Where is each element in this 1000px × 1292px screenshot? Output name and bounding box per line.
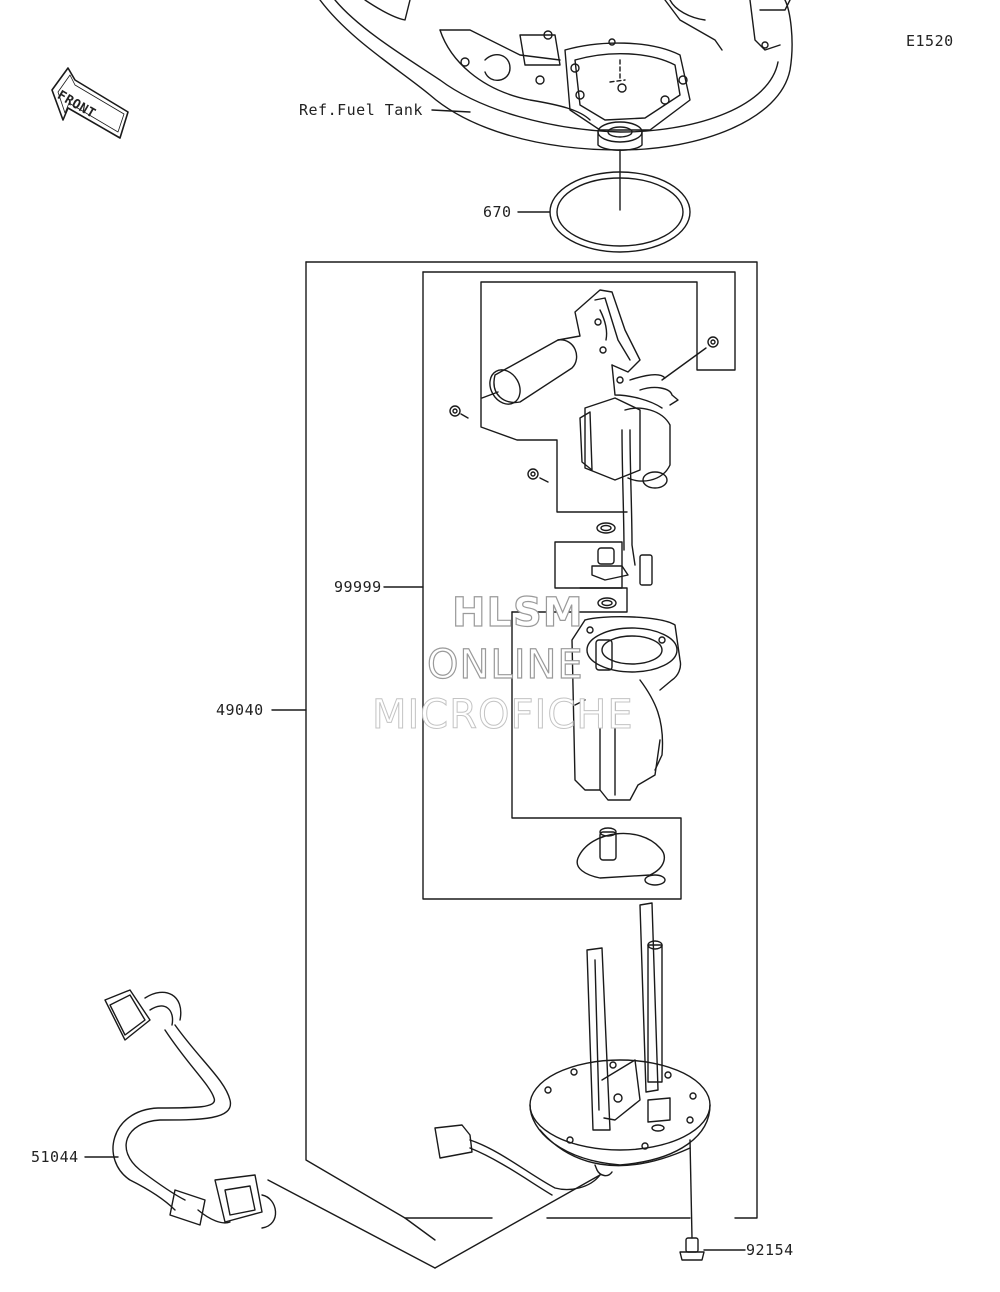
front-arrow-icon xyxy=(51,67,129,139)
fuel-pump-base-plate-illustration xyxy=(529,902,711,1239)
part-number-51044[interactable]: 51044 xyxy=(31,1148,79,1166)
pressure-regulator-illustration xyxy=(591,522,629,609)
bracket-99999 xyxy=(383,271,736,900)
bolt-92154-illustration xyxy=(679,1237,746,1261)
ref-fuel-tank-label: Ref.Fuel Tank xyxy=(299,101,423,119)
o-ring-670-illustration xyxy=(517,149,691,253)
watermark-line1: HLSM xyxy=(451,589,584,636)
lead-wire-illustration xyxy=(404,1124,601,1241)
fuel-hose-51044-illustration xyxy=(84,989,601,1269)
watermark-line3: MICROFICHE xyxy=(372,692,634,739)
part-number-99999[interactable]: 99999 xyxy=(334,578,382,596)
fuel-pump-housing-illustration xyxy=(571,616,682,801)
part-number-49040[interactable]: 49040 xyxy=(216,701,264,719)
part-number-670[interactable]: 670 xyxy=(483,203,512,221)
fuel-pump-upper-assembly xyxy=(481,289,679,586)
bracket-49040 xyxy=(271,261,758,1219)
diagram-id: E1520 xyxy=(906,32,954,50)
part-number-92154[interactable]: 92154 xyxy=(746,1241,794,1259)
watermark-line2: ONLINE xyxy=(426,641,584,688)
fuel-tank-illustration xyxy=(319,0,793,151)
filter-cap-illustration xyxy=(576,827,666,886)
screw-icons xyxy=(449,336,719,483)
ref-fuel-tank-leader xyxy=(431,109,471,113)
